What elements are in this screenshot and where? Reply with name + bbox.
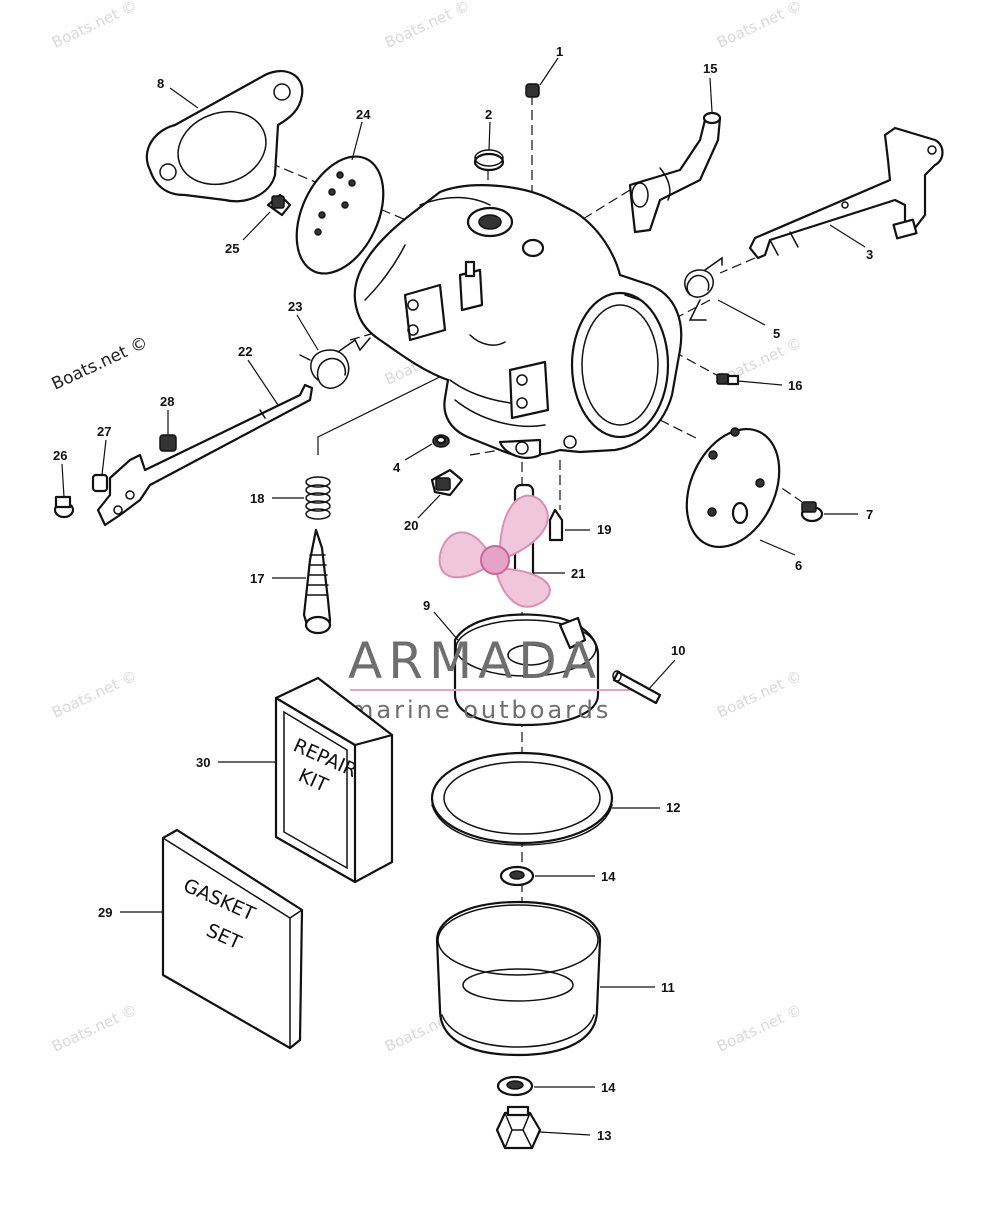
part-27-bushing bbox=[91, 473, 109, 493]
callout-24: 24 bbox=[356, 107, 371, 122]
callout-7: 7 bbox=[866, 507, 873, 522]
part-22-shaft bbox=[96, 383, 314, 527]
callout-8: 8 bbox=[157, 76, 164, 91]
callout-28: 28 bbox=[160, 394, 174, 409]
part-23-spring bbox=[299, 337, 371, 389]
callout-21: 21 bbox=[571, 566, 585, 581]
watermark: Boats.net © bbox=[49, 667, 140, 722]
watermark-main: Boats.net © bbox=[49, 333, 151, 395]
callout-13: 13 bbox=[597, 1128, 611, 1143]
callout-9: 9 bbox=[423, 598, 430, 613]
watermark: Boats.net © bbox=[49, 1001, 140, 1056]
part-19-needle bbox=[548, 508, 564, 542]
part-13-bolt bbox=[495, 1105, 542, 1150]
carburetor-body bbox=[353, 184, 683, 459]
part-24-plate bbox=[295, 155, 385, 275]
callout-22: 22 bbox=[238, 344, 252, 359]
watermark: Boats.net © bbox=[714, 0, 805, 52]
callout-6: 6 bbox=[795, 558, 802, 573]
part-7-screw bbox=[800, 501, 824, 523]
part-15-fitting bbox=[628, 111, 722, 234]
part-1-cap bbox=[525, 83, 540, 98]
callout-2: 2 bbox=[485, 107, 492, 122]
callout-leaders bbox=[61, 57, 866, 1136]
callout-18: 18 bbox=[250, 491, 264, 506]
watermark: Boats.net © bbox=[382, 0, 473, 52]
armada-logo-text: ARMADA bbox=[348, 632, 602, 690]
part-26-screw bbox=[53, 495, 75, 519]
callout-26: 26 bbox=[53, 448, 67, 463]
part-14-washer-lower bbox=[496, 1075, 534, 1097]
armada-logo: ARMADA marine outboards bbox=[348, 632, 650, 724]
armada-logo-mark bbox=[438, 494, 551, 608]
callout-14-lower: 14 bbox=[601, 1080, 616, 1095]
part-2-plug bbox=[473, 149, 505, 172]
callout-labels: 1 2 3 4 5 6 7 8 9 10 11 12 13 14 14 15 1… bbox=[53, 44, 873, 1143]
callout-3: 3 bbox=[866, 247, 873, 262]
callout-14: 14 bbox=[601, 869, 616, 884]
callout-17: 17 bbox=[250, 571, 264, 586]
watermark: Boats.net © bbox=[714, 667, 805, 722]
callout-27: 27 bbox=[97, 424, 111, 439]
callout-15: 15 bbox=[703, 61, 717, 76]
part-9-float bbox=[453, 613, 600, 727]
callout-19: 19 bbox=[597, 522, 611, 537]
callout-30: 30 bbox=[196, 755, 210, 770]
callout-4: 4 bbox=[393, 460, 401, 475]
callout-11: 11 bbox=[661, 980, 675, 995]
callout-20: 20 bbox=[404, 518, 418, 533]
callout-12: 12 bbox=[666, 800, 680, 815]
part-11-bowl bbox=[435, 900, 602, 1057]
part-3-shaft bbox=[748, 126, 944, 260]
part-25-screw bbox=[266, 193, 292, 217]
part-10-pin bbox=[612, 670, 662, 705]
callout-1: 1 bbox=[556, 44, 563, 59]
callout-10: 10 bbox=[671, 643, 685, 658]
callout-29: 29 bbox=[98, 905, 112, 920]
part-6-cover bbox=[685, 427, 781, 549]
callout-25: 25 bbox=[225, 241, 239, 256]
watermark: Boats.net © bbox=[714, 1001, 805, 1056]
part-20-screw bbox=[430, 468, 464, 497]
part-8-gasket bbox=[145, 70, 304, 203]
part-30-repair-kit: REPAIR KIT bbox=[274, 676, 394, 884]
part-17-needle bbox=[302, 528, 332, 635]
part-5-spring bbox=[684, 256, 723, 321]
armada-logo-tagline: marine outboards bbox=[350, 696, 611, 724]
watermark: Boats.net © bbox=[49, 0, 140, 52]
part-14-washer bbox=[499, 865, 535, 887]
part-12-gasket bbox=[430, 751, 614, 846]
part-18-spring bbox=[305, 476, 331, 520]
part-4-washer bbox=[432, 434, 450, 448]
callout-16: 16 bbox=[788, 378, 802, 393]
part-28-nut bbox=[159, 434, 177, 452]
part-29-gasket-set: GASKET SET bbox=[161, 828, 304, 1050]
part-16-screw bbox=[716, 373, 740, 386]
callout-5: 5 bbox=[773, 326, 780, 341]
callout-23: 23 bbox=[288, 299, 302, 314]
